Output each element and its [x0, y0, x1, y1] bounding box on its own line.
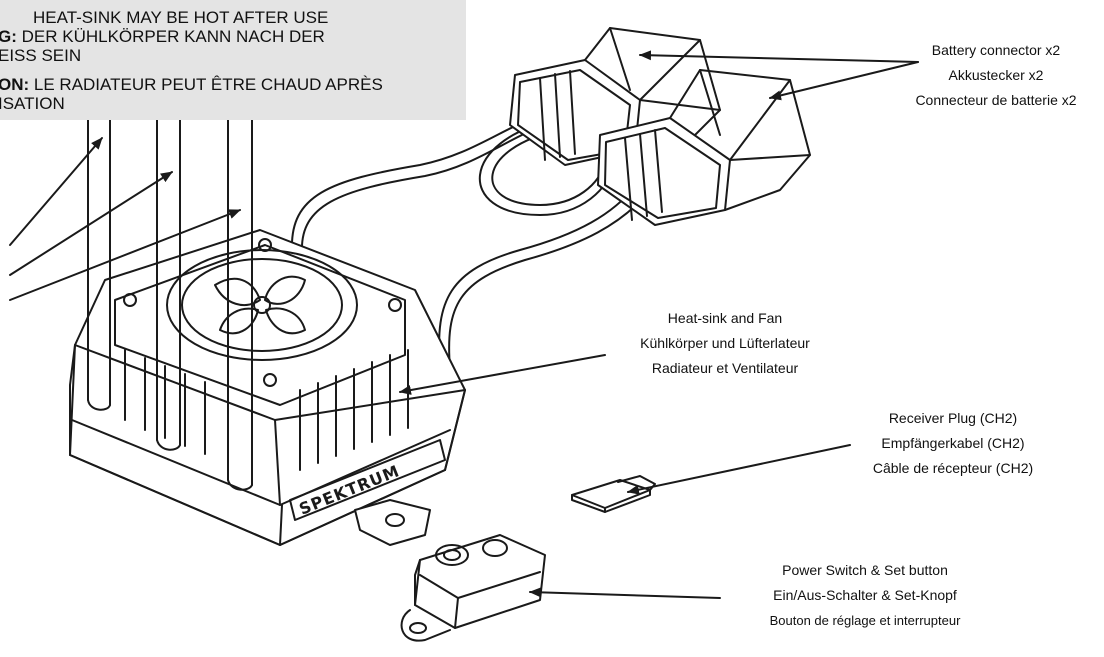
label-battery-connector: Battery connector x2 Akkustecker x2 Conn…	[893, 38, 1099, 113]
warning-prefix-de: G:	[0, 27, 17, 46]
receiver-plug	[571, 475, 656, 513]
motor-wires	[87, 119, 253, 491]
label-power-switch: Power Switch & Set button Ein/Aus-Schalt…	[715, 558, 1015, 633]
label-power-fr: Bouton de réglage et interrupteur	[769, 613, 961, 628]
label-receiver-en: Receiver Plug (CH2)	[888, 410, 1018, 426]
label-battery-de: Akkustecker x2	[948, 67, 1044, 83]
warning-line-fr-2: ISATION	[0, 94, 65, 113]
warning-line-fr: ON: LE RADIATEUR PEUT ÊTRE CHAUD APRÈS	[0, 75, 383, 94]
fan	[166, 249, 358, 361]
power-switch	[400, 534, 546, 642]
label-receiver-fr: Câble de récepteur (CH2)	[872, 460, 1034, 476]
battery-connector-1	[509, 27, 721, 166]
warning-prefix-fr: ON:	[0, 75, 30, 94]
label-heatsink-de: Kühlkörper und Lüfterlateur	[640, 335, 810, 351]
label-heatsink-fan: Heat-sink and Fan Kühlkörper und Lüfterl…	[590, 306, 860, 381]
warning-line-de-2: EISS SEIN	[0, 46, 82, 65]
label-receiver-plug: Receiver Plug (CH2) Empfängerkabel (CH2)…	[828, 406, 1078, 481]
label-battery-en: Battery connector x2	[931, 42, 1061, 58]
label-heatsink-en: Heat-sink and Fan	[667, 310, 783, 326]
esc-body	[69, 229, 466, 546]
heat-warning-box: HEAT-SINK MAY BE HOT AFTER USE G: DER KÜ…	[0, 0, 466, 120]
label-power-en: Power Switch & Set button	[782, 562, 948, 578]
warning-line-en: HEAT-SINK MAY BE HOT AFTER USE	[33, 8, 329, 27]
label-battery-fr: Connecteur de batterie x2	[915, 92, 1077, 108]
warning-text-fr: LE RADIATEUR PEUT ÊTRE CHAUD APRÈS	[29, 75, 383, 94]
warning-line-de: G: DER KÜHLKÖRPER KANN NACH DER	[0, 27, 325, 46]
label-heatsink-fr: Radiateur et Ventilateur	[651, 360, 799, 376]
battery-wires	[290, 114, 651, 369]
leader-lines	[9, 50, 919, 599]
label-power-de: Ein/Aus-Schalter & Set-Knopf	[773, 587, 957, 603]
battery-connector-2	[597, 69, 811, 226]
label-receiver-de: Empfängerkabel (CH2)	[881, 435, 1025, 451]
warning-text-de: DER KÜHLKÖRPER KANN NACH DER	[16, 27, 325, 46]
